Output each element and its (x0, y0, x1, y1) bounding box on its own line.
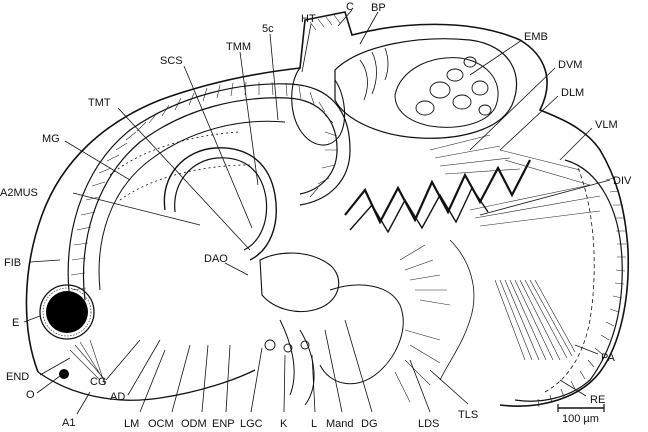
label-OCM: OCM (148, 418, 174, 430)
label-K: K (280, 418, 288, 430)
label-SCS: SCS (160, 55, 183, 67)
label-DIV: DIV (613, 175, 632, 187)
label-BP: BP (371, 2, 386, 14)
label-L: L (311, 418, 317, 430)
label-ENP: ENP (212, 418, 235, 430)
label-DLM: DLM (561, 87, 584, 99)
brood-pouch (291, 14, 518, 146)
leader-lines (23, 9, 611, 415)
label-RE: RE (590, 394, 605, 406)
label-O: O (26, 389, 35, 401)
label-FIB: FIB (4, 257, 21, 269)
compound-eye (39, 284, 106, 386)
label-LGC: LGC (240, 418, 263, 430)
body-outline (25, 11, 630, 408)
label-5c: 5c (262, 23, 274, 35)
scale-bar: 100 µm (557, 404, 605, 425)
label-C: C (346, 1, 354, 13)
label-DG: DG (361, 418, 378, 430)
label-DAO: DAO (204, 253, 228, 265)
scale-bar-label: 100 µm (562, 413, 599, 425)
label-HT: HT (301, 13, 316, 25)
label-TMT: TMT (88, 97, 111, 109)
head-shield (67, 81, 351, 301)
label-VLM: VLM (595, 119, 618, 131)
label-ODM: ODM (181, 418, 207, 430)
label-LDS: LDS (418, 418, 439, 430)
label-A2MUS: A2MUS (0, 187, 38, 199)
label-TLS: TLS (458, 409, 478, 421)
label-DVM: DVM (558, 59, 582, 71)
label-Mand: Mand (326, 418, 354, 430)
label-LM: LM (124, 418, 139, 430)
appendages (259, 239, 475, 406)
labels: C BP HT 5c EMB TMM SCS DVM DLM TMT VLM M… (0, 1, 632, 430)
label-MG: MG (42, 133, 60, 145)
label-AD: AD (110, 391, 125, 403)
label-A1: A1 (62, 417, 75, 429)
muscle-bundles (344, 134, 601, 361)
label-END: END (6, 371, 29, 383)
inner-loops (98, 120, 286, 291)
label-CG: CG (90, 376, 107, 388)
label-PA: PA (601, 352, 616, 364)
label-E: E (12, 317, 19, 329)
label-EMB: EMB (524, 31, 548, 43)
label-TMM: TMM (226, 41, 251, 53)
